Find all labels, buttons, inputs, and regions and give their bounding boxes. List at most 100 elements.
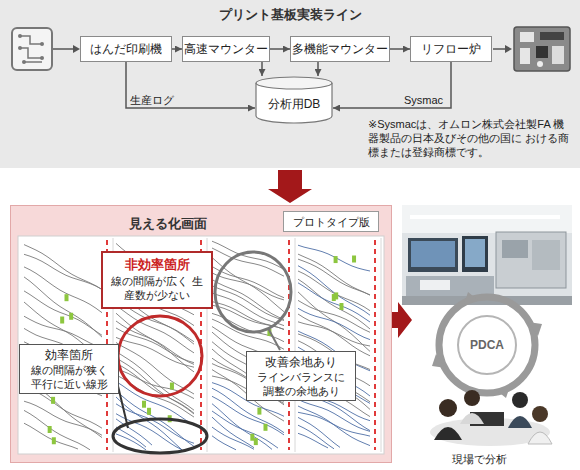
event-marker (250, 434, 254, 441)
chart-area (18, 236, 384, 454)
event-marker (69, 313, 73, 320)
event-marker (51, 397, 55, 404)
cycle-arrows-part (496, 386, 510, 398)
cylinder-top (256, 77, 332, 89)
factory-photo (402, 205, 572, 305)
time-line (212, 273, 284, 300)
assembled-board-icon-part (540, 32, 564, 40)
time-line (298, 292, 370, 352)
bare-board-icon-part (18, 34, 22, 38)
version-tag: プロトタイプ版 (283, 211, 379, 232)
time-line (116, 328, 194, 363)
event-marker (52, 437, 56, 444)
time-line (212, 436, 236, 450)
node-title: はんだ印刷機 (90, 42, 162, 56)
leader-line (118, 386, 128, 428)
highlight-ring (118, 316, 202, 396)
event-marker (257, 408, 261, 415)
assembled-board-icon-part (520, 32, 534, 42)
node-title: 非効率箇所 (125, 258, 190, 272)
event-marker (352, 256, 356, 263)
assembled-board-icon-part (537, 61, 543, 67)
limit-line (288, 240, 290, 450)
node-title: 見える化画面 (129, 215, 207, 233)
bare-board-icon-part (40, 42, 44, 46)
meeting-photo-part (439, 399, 457, 417)
flow-arrow (392, 302, 412, 338)
meeting-photo-part (512, 392, 528, 408)
time-line (298, 254, 370, 295)
edge-label: Sysmac (404, 93, 443, 107)
assembled-board-icon-part (552, 46, 564, 64)
meeting-photo (430, 390, 552, 446)
factory-photo-part (411, 241, 455, 267)
meeting-photo-part (434, 427, 462, 440)
factory-photo-part (410, 215, 560, 219)
time-line (212, 241, 284, 269)
node-title: 改善余地あり (265, 355, 337, 369)
time-line (212, 280, 284, 320)
process-box: リフロー炉 (410, 36, 492, 62)
process-box: はんだ印刷機 (80, 36, 172, 62)
assembled-board-icon-part (520, 48, 530, 64)
event-marker (48, 426, 52, 433)
bare-board-icon-part (20, 36, 42, 62)
event-marker (65, 294, 69, 301)
time-line (298, 271, 370, 311)
callout-box: 非効率箇所線の間隔が広く 生産数が少ない (101, 251, 213, 309)
time-line (24, 254, 102, 289)
limit-line (374, 240, 376, 450)
time-line (298, 417, 340, 447)
assembled-board-icon-part (536, 46, 548, 58)
assembled-board-icon-part (514, 27, 570, 71)
event-marker (170, 383, 174, 390)
time-line (298, 433, 328, 448)
meeting-photo-part (532, 406, 548, 422)
time-line (298, 308, 370, 339)
cycle-arrows-part (528, 322, 542, 336)
node-title: PDCA (470, 338, 504, 352)
event-marker (147, 408, 151, 415)
time-line (116, 337, 194, 367)
node-title: 高速マウンター (184, 42, 268, 56)
line-arrow-part (53, 48, 74, 50)
node-title: 分析用DB (268, 96, 321, 113)
leader-line (268, 328, 280, 350)
factory-photo-part (420, 280, 450, 290)
node-title: リフロー炉 (421, 42, 481, 56)
node-body: 線の間隔が広く 生産数が少ない (107, 274, 207, 302)
photo-caption: 現場で分析 (452, 452, 532, 466)
process-box: 多機能マウンター (290, 36, 390, 62)
database-cylinder: 分析用DB (255, 76, 333, 124)
time-line (298, 399, 370, 431)
time-line (116, 321, 194, 364)
time-line (212, 293, 284, 326)
time-line (24, 245, 102, 290)
time-line (116, 434, 146, 450)
edge-label: 生産ログ (130, 93, 174, 107)
event-marker (339, 303, 343, 310)
bare-board-icon-part (22, 60, 26, 64)
cycle-arrows-part (432, 354, 446, 368)
meeting-photo-part (460, 413, 484, 424)
time-line (298, 245, 370, 271)
factory-photo-part (462, 236, 488, 272)
factory-photo-part (402, 205, 572, 233)
column-divider (381, 238, 382, 452)
time-line (298, 412, 370, 436)
bare-board-icon-part (12, 28, 52, 70)
node-title: 効率箇所 (45, 348, 93, 362)
meeting-photo-part (508, 416, 532, 428)
time-line (212, 267, 284, 298)
factory-photo-part (408, 238, 458, 272)
cycle-arrows-part (464, 292, 478, 304)
bare-board-icon-part (40, 56, 44, 60)
factory-photo-part (402, 205, 572, 305)
highlight-ring (215, 252, 291, 332)
bare-board-icon-part (18, 46, 22, 50)
bare-board-icon (12, 28, 52, 70)
cycle-circle: PDCA (457, 315, 517, 375)
event-marker (263, 424, 267, 431)
time-line (212, 404, 272, 450)
